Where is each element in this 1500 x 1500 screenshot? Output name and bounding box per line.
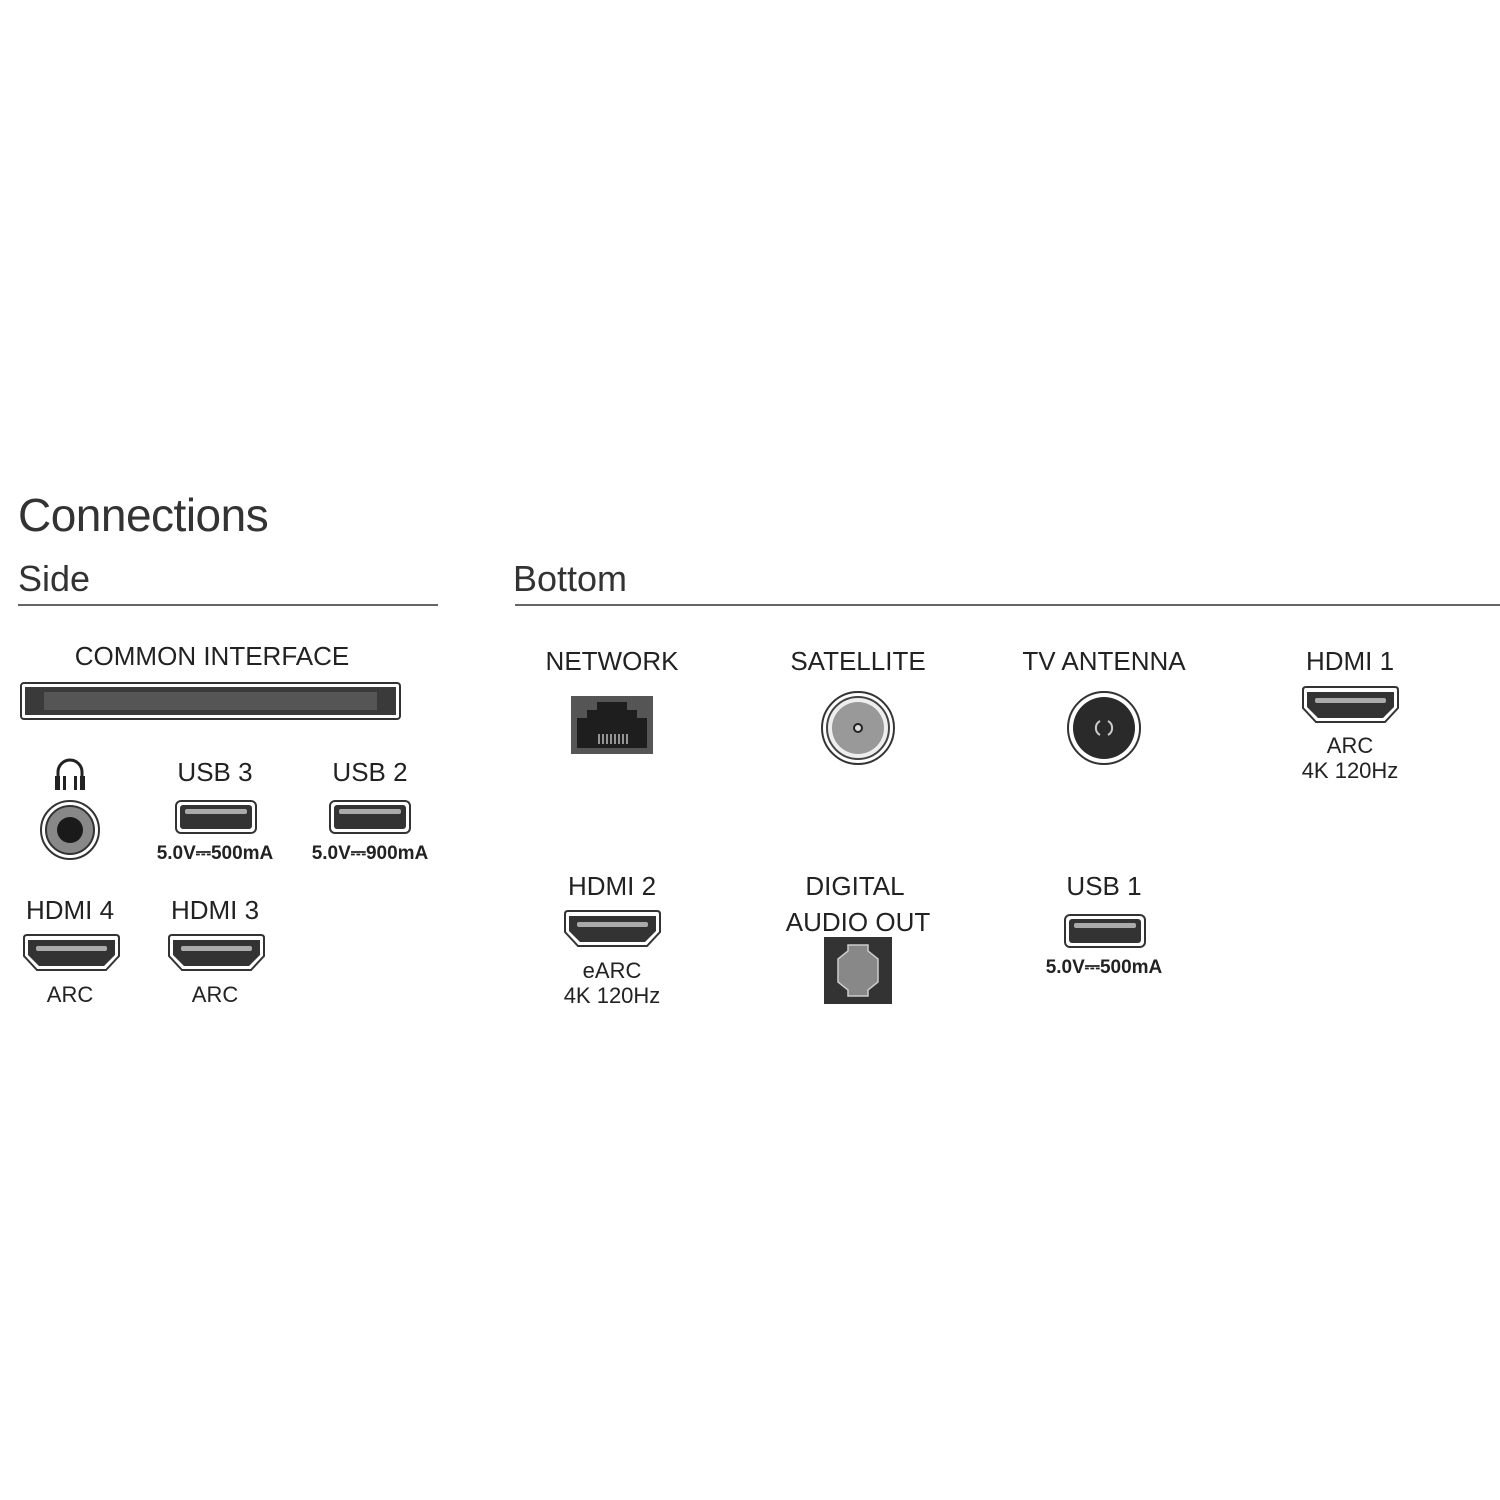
usb2-label: USB 2	[332, 757, 408, 787]
hdmi3-port-icon	[168, 934, 265, 971]
digital-audio-label-line1: DIGITAL	[805, 871, 905, 901]
usb1-label: USB 1	[1066, 871, 1142, 901]
headphone-jack-icon	[40, 800, 100, 860]
satellite-label: SATELLITE	[790, 646, 926, 676]
hdmi1-arc: ARC	[1326, 733, 1374, 758]
headphones-icon	[55, 758, 85, 790]
usb2-spec: 5.0V⎓900mA	[311, 843, 429, 864]
usb3-port-icon	[175, 800, 257, 834]
hdmi1-label: HDMI 1	[1305, 646, 1395, 676]
ethernet-port-icon	[571, 696, 653, 754]
usb3-label: USB 3	[177, 757, 253, 787]
hdmi2-earc: eARC	[582, 958, 642, 983]
antenna-connector-icon	[1067, 691, 1141, 765]
network-label: NETWORK	[545, 646, 679, 676]
hdmi2-resolution: 4K 120Hz	[563, 983, 661, 1008]
hdmi3-label: HDMI 3	[170, 895, 260, 925]
hdmi4-port-icon	[23, 934, 120, 971]
common-interface-slot-icon	[20, 682, 401, 720]
side-divider	[18, 604, 438, 606]
satellite-connector-icon	[821, 691, 895, 765]
usb1-spec: 5.0V⎓500mA	[1045, 957, 1163, 978]
bottom-divider	[515, 604, 1500, 606]
hdmi2-port-icon	[564, 910, 661, 947]
hdmi2-label: HDMI 2	[567, 871, 657, 901]
usb3-spec: 5.0V⎓500mA	[156, 843, 274, 864]
hdmi1-resolution: 4K 120Hz	[1301, 758, 1399, 783]
digital-audio-label-line2: AUDIO OUT	[785, 907, 931, 937]
hdmi1-port-icon	[1302, 686, 1399, 723]
bottom-heading: Bottom	[513, 558, 628, 599]
tv-antenna-label: TV ANTENNA	[1022, 646, 1186, 676]
page-title: Connections	[18, 489, 269, 541]
optical-port-icon	[824, 937, 892, 1004]
common-interface-label: COMMON INTERFACE	[74, 641, 350, 671]
hdmi3-arc: ARC	[191, 982, 239, 1007]
hdmi4-arc: ARC	[46, 982, 94, 1007]
side-heading: Side	[18, 558, 91, 599]
usb1-port-icon	[1064, 914, 1146, 948]
usb2-port-icon	[329, 800, 411, 834]
hdmi4-label: HDMI 4	[25, 895, 115, 925]
